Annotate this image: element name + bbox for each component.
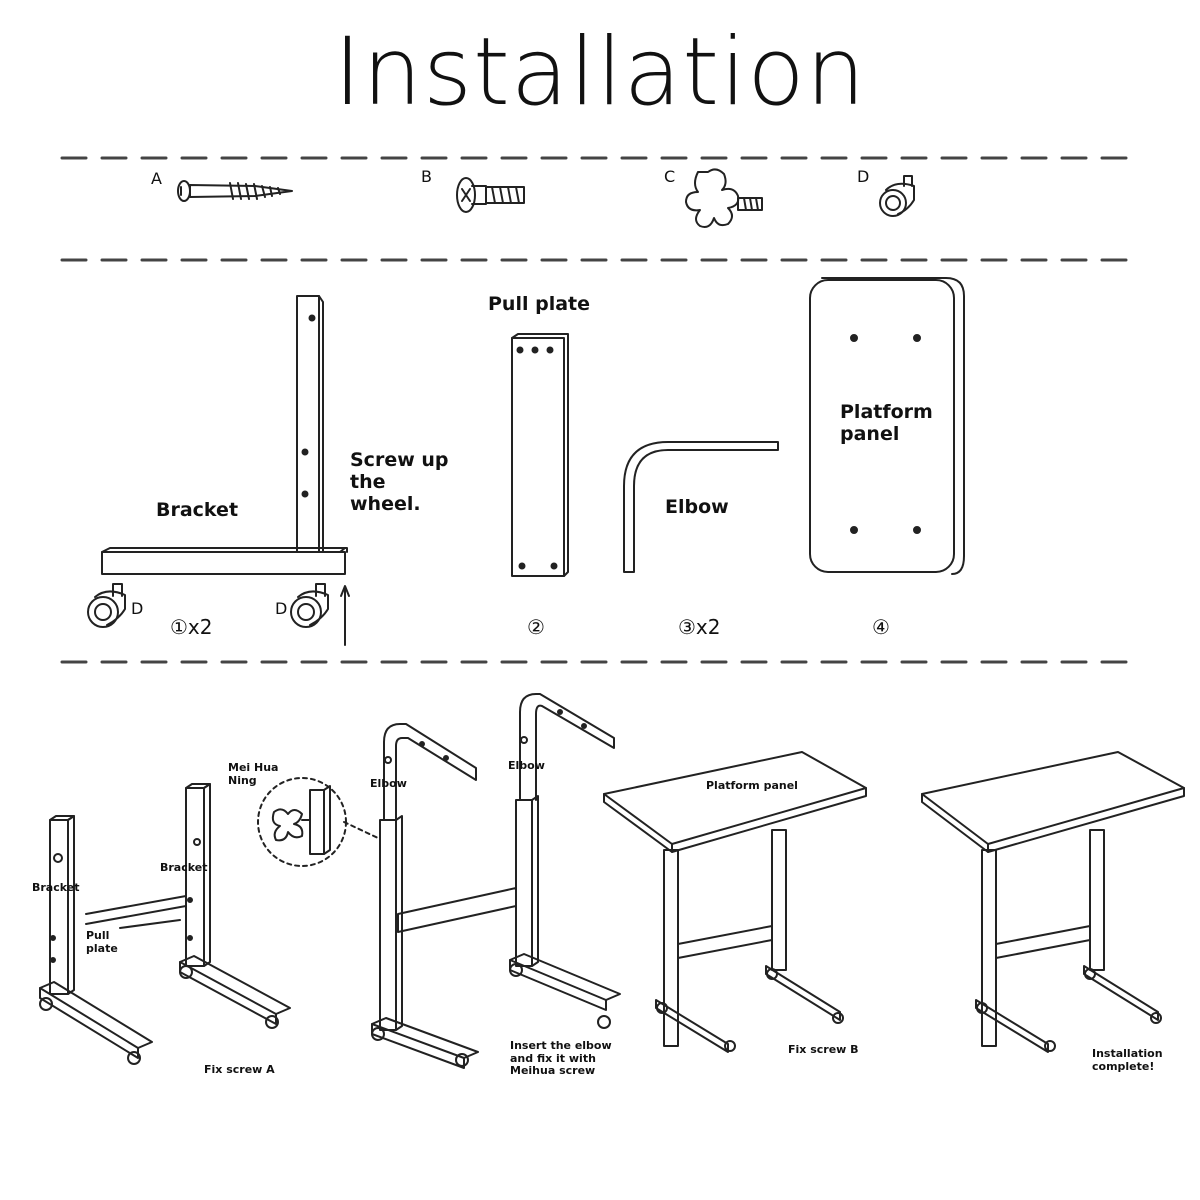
caster-wheel-right (290, 583, 329, 628)
wheel-letter-right: D (275, 599, 288, 618)
step1-bracket-right-label: Bracket (160, 861, 208, 874)
pull-plate-label: Pull plate (488, 293, 590, 315)
hardware-letter-c: C (664, 167, 676, 186)
caster-wheel-left (87, 583, 126, 628)
step4-table (921, 751, 1185, 1053)
step1-caption: Fix screw A (204, 1063, 275, 1076)
part-quantity-4: ④ (872, 615, 890, 639)
step1-bracket-left (39, 815, 153, 1065)
part-quantity-1: ①x2 (170, 615, 213, 639)
mei-hua-ning-label: Mei Hua Ning (228, 761, 279, 787)
wheel-letter-left: D (131, 599, 144, 618)
part-quantity-3: ③x2 (678, 615, 721, 639)
hardware-letter-d: D (857, 167, 870, 186)
step3-caption: Fix screw B (788, 1043, 859, 1056)
elbow-drawing (623, 441, 779, 573)
step1-pull-plate (85, 895, 187, 929)
elbow-label-2: Elbow (508, 759, 545, 772)
elbow-label-1: Elbow (370, 777, 407, 790)
elbow-label: Elbow (665, 496, 729, 518)
bracket-label: Bracket (156, 499, 239, 521)
hardware-letter-a: A (151, 169, 162, 188)
bracket-part-drawing (101, 295, 348, 575)
step4-caption: Installation complete! (1092, 1047, 1163, 1073)
step1-bracket-left-label: Bracket (32, 881, 80, 894)
step1-pull-plate-label: Pull plate (86, 929, 118, 955)
platform-panel-drawing (809, 277, 965, 575)
step3-table (603, 751, 867, 1053)
wood-screw-icon (177, 180, 293, 202)
part-quantity-2: ② (527, 615, 545, 639)
star-knob-bolt-icon (685, 168, 763, 228)
up-arrow-icon (340, 585, 350, 646)
mei-hua-ning-zoom (257, 777, 379, 867)
page-title: Installation (333, 18, 867, 127)
step2-frame (371, 693, 621, 1069)
caster-wheel-icon (879, 175, 915, 217)
step2-caption: Insert the elbow and fix it with Meihua … (510, 1039, 612, 1078)
platform-panel-step-label: Platform panel (706, 779, 798, 792)
pull-plate-drawing (511, 333, 569, 577)
screw-wheel-note: Screw up the wheel. (350, 449, 449, 515)
hardware-letter-b: B (421, 167, 432, 186)
machine-bolt-icon (456, 177, 525, 213)
platform-panel-label: Platform panel (840, 401, 933, 445)
